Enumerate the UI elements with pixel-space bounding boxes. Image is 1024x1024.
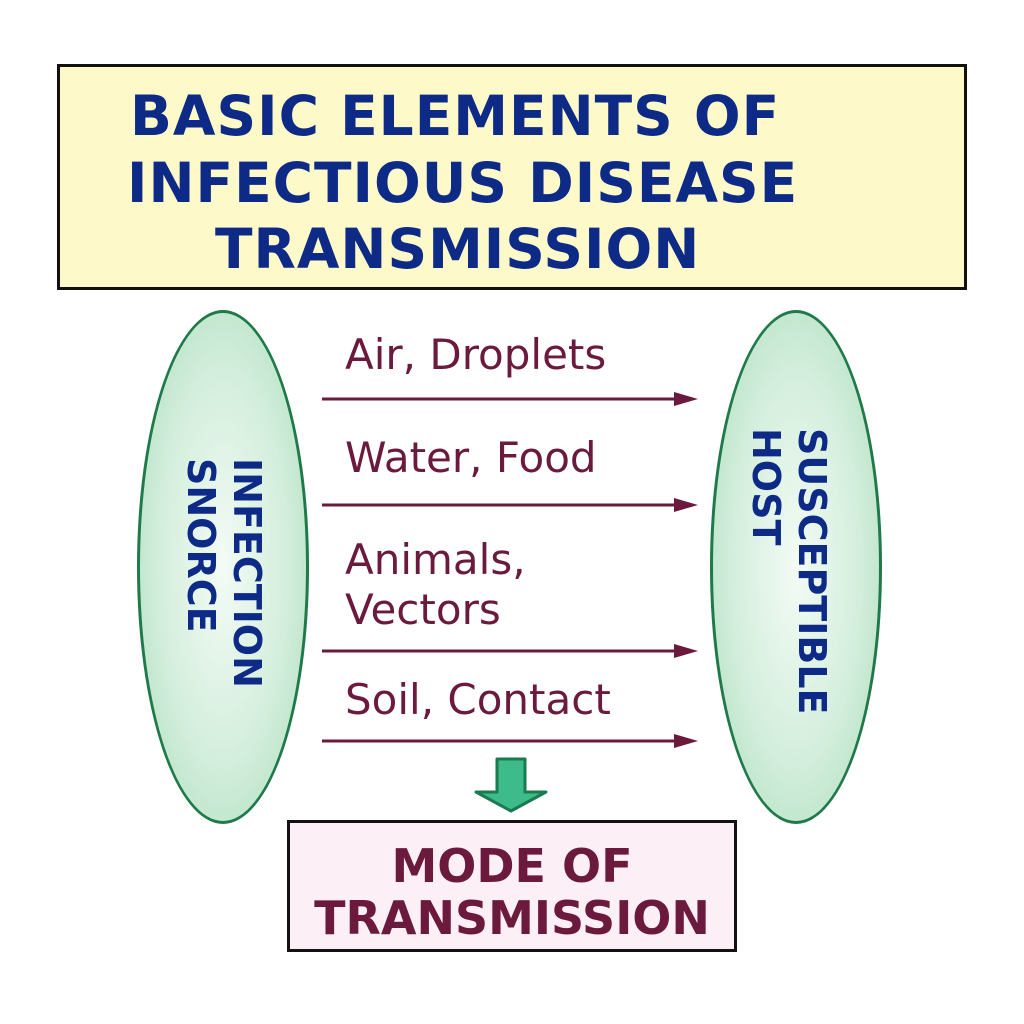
route-air-droplets: Air, Droplets <box>345 330 607 379</box>
route-animals-vectors: Animals,Vectors <box>345 535 526 635</box>
title-box: BASIC ELEMENTS OF INFECTIOUS DISEASE TRA… <box>57 64 967 290</box>
route-animals: Animals, <box>345 535 526 584</box>
arrow-right-icon <box>322 392 698 406</box>
host-line-2: HOST <box>744 428 788 546</box>
route-water-food: Water, Food <box>345 433 597 482</box>
host-line-1: SUSCEPTIBLE <box>790 428 834 715</box>
mode-line-1: MODE OF <box>391 839 633 893</box>
title-line-1: BASIC ELEMENTS OF <box>130 84 781 148</box>
arrow-right-icon <box>322 498 698 512</box>
route-vectors: Vectors <box>345 585 501 634</box>
title-line-3: TRANSMISSION <box>215 217 701 281</box>
mode-of-transmission-box: MODE OF TRANSMISSION <box>287 820 737 952</box>
mode-line-2: TRANSMISSION <box>314 891 710 945</box>
arrow-right-icon <box>322 734 698 748</box>
arrow-down-icon <box>474 757 548 813</box>
source-line-1: INFECTION <box>225 458 269 688</box>
title-line-2: INFECTIOUS DISEASE <box>127 151 799 215</box>
arrow-right-icon <box>322 644 698 658</box>
source-line-2: SNORCE <box>179 458 223 633</box>
route-soil-contact: Soil, Contact <box>345 675 611 724</box>
